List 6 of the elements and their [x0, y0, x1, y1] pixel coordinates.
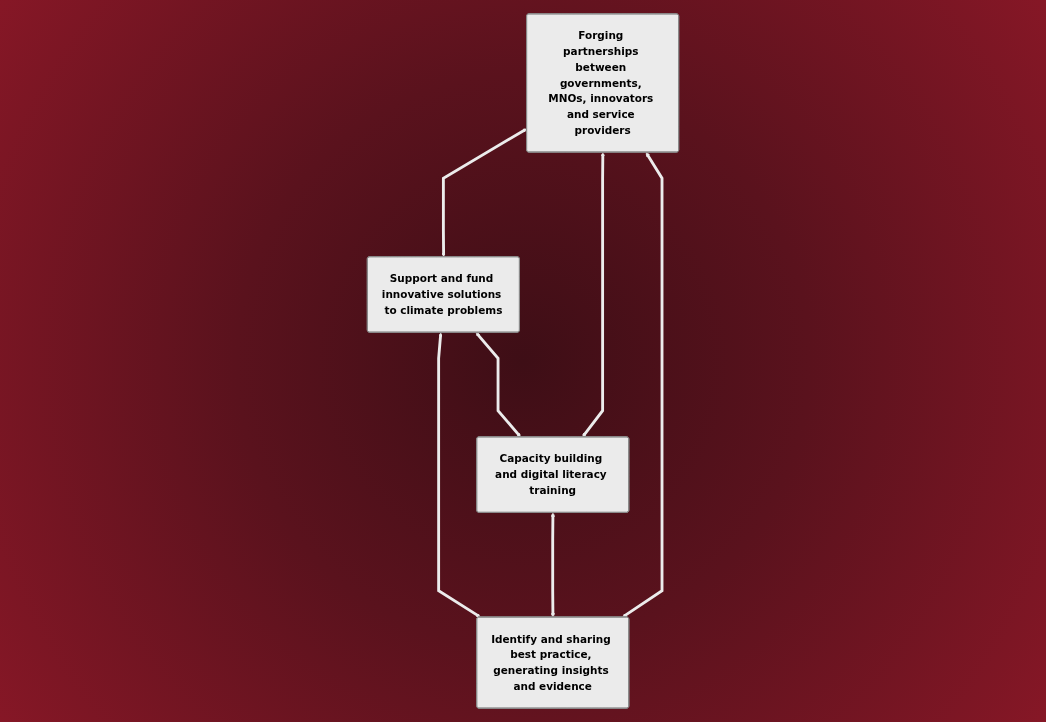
- arrow: [441, 128, 527, 258]
- arrow: [622, 152, 664, 618]
- arrow: [582, 152, 605, 438]
- arrow: [437, 332, 481, 618]
- arrow: [475, 332, 521, 438]
- arrow: [550, 512, 555, 618]
